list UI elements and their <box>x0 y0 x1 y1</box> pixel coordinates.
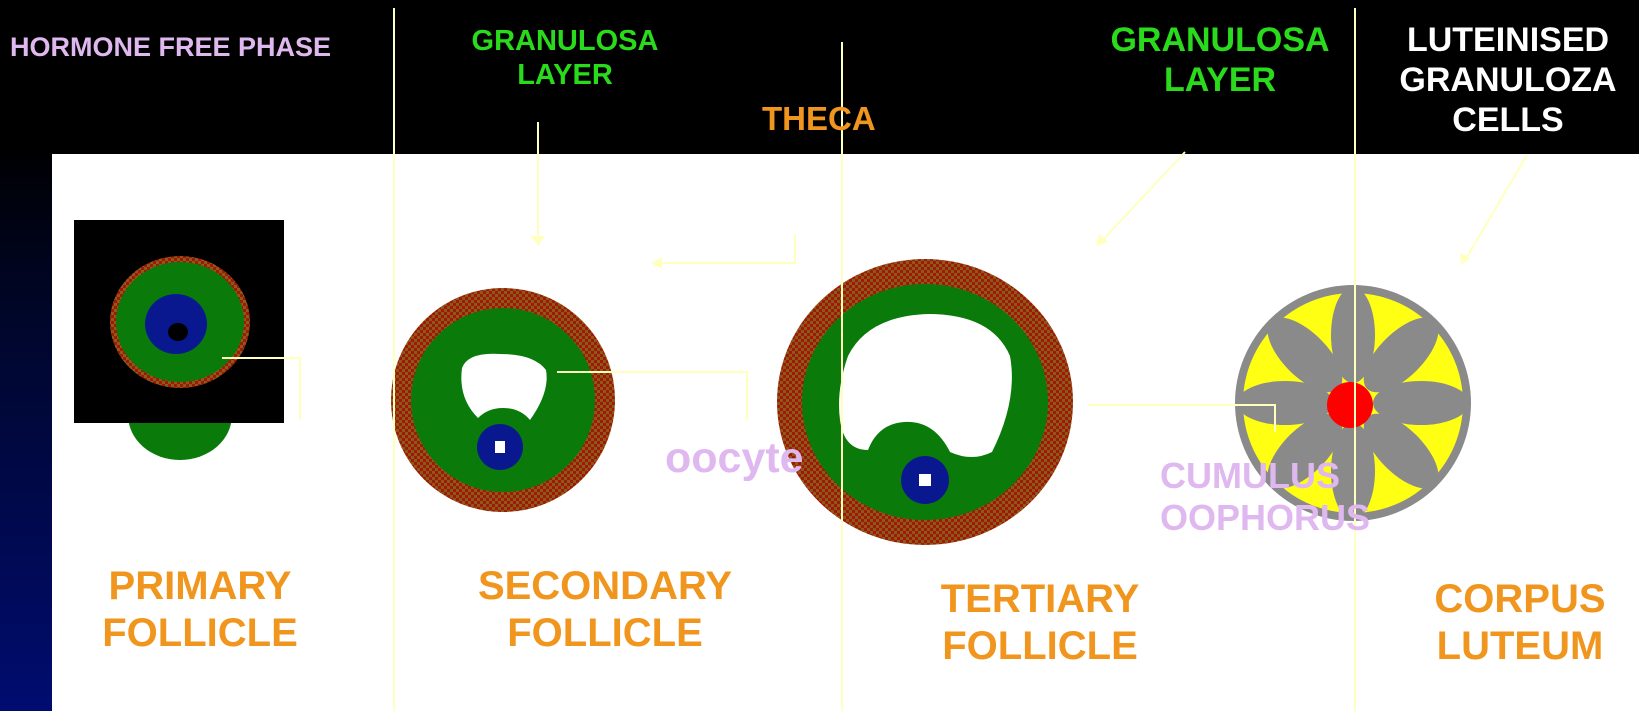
granulosa-layer-label-2: GRANULOSA LAYER <box>1095 20 1345 100</box>
corpus-luteum-label: CORPUS LUTEUM <box>1400 576 1639 670</box>
hormone-free-phase-label: HORMONE FREE PHASE <box>10 32 331 64</box>
separator-line-1 <box>393 8 395 711</box>
luteinised-granulosa-cells-label: LUTEINISED GRANULOZA CELLS <box>1383 20 1633 140</box>
tertiary-follicle-illustration <box>777 259 1073 545</box>
cumulus-oophorus-label: CUMULUS OOPHORUS <box>1160 455 1370 540</box>
granulosa-layer-label-1: GRANULOSA LAYER <box>455 24 675 92</box>
separator-line-3 <box>1354 8 1356 711</box>
separator-line-2 <box>841 42 843 711</box>
primary-follicle-illustration <box>74 220 284 460</box>
secondary-follicle-illustration <box>391 288 615 512</box>
primary-follicle-label: PRIMARY FOLLICLE <box>80 563 320 657</box>
secondary-follicle-label: SECONDARY FOLLICLE <box>460 563 750 657</box>
theca-label: THECA <box>762 100 876 139</box>
tertiary-follicle-label: TERTIARY FOLLICLE <box>920 576 1160 670</box>
oocyte-label: oocyte <box>665 433 804 484</box>
